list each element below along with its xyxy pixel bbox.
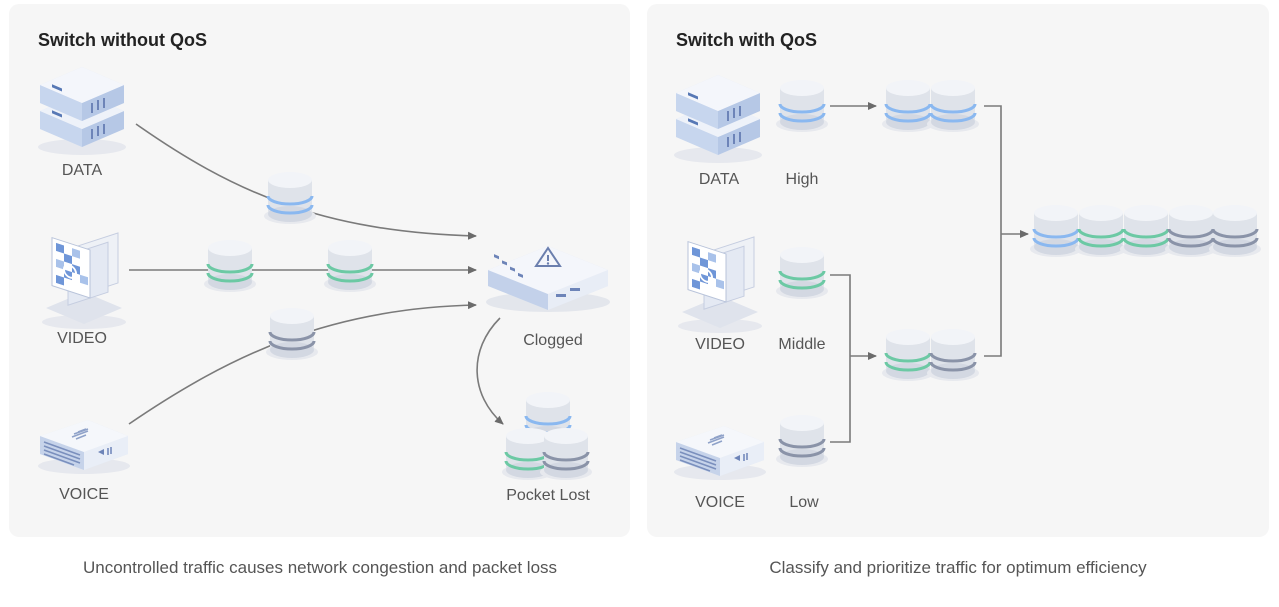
packet-high bbox=[882, 80, 934, 132]
caption-without-qos: Uncontrolled traffic causes network cong… bbox=[82, 558, 558, 577]
source-label-video: VIDEO bbox=[695, 336, 745, 353]
packet-middle bbox=[324, 240, 376, 292]
voice-icon bbox=[673, 425, 767, 481]
packet-middle bbox=[1120, 205, 1172, 257]
voice-icon bbox=[37, 419, 131, 475]
middle-low-merge-line bbox=[830, 274, 851, 443]
priority-label-low: Low bbox=[789, 494, 819, 511]
switch-label: Clogged bbox=[523, 332, 583, 349]
panel-title-without-qos: Switch without QoS bbox=[38, 30, 207, 50]
packet-high bbox=[1030, 205, 1082, 257]
packet-low bbox=[266, 308, 318, 360]
packet-low bbox=[776, 415, 828, 467]
server-icon bbox=[673, 74, 763, 164]
packet-low bbox=[540, 428, 592, 480]
packet-low bbox=[1165, 205, 1217, 257]
server-icon bbox=[37, 66, 127, 156]
packet-lost-label: Pocket Lost bbox=[506, 487, 590, 504]
source-label-video: VIDEO bbox=[57, 330, 107, 347]
source-label-data: DATA bbox=[61, 162, 103, 179]
packet-low bbox=[927, 329, 979, 381]
panel-title-with-qos: Switch with QoS bbox=[676, 30, 818, 50]
packet-middle bbox=[502, 428, 554, 480]
video-icon bbox=[41, 231, 127, 330]
packet-middle bbox=[1075, 205, 1127, 257]
loss-flow-arrow bbox=[476, 317, 504, 425]
source-label-data: DATA bbox=[698, 171, 740, 188]
priority-label-high: High bbox=[785, 171, 819, 188]
packet-middle bbox=[776, 247, 828, 299]
packet-high bbox=[927, 80, 979, 132]
output-merge-line bbox=[984, 105, 1002, 357]
priority-label-middle: Middle bbox=[778, 336, 826, 353]
packet-high bbox=[264, 172, 316, 224]
packet-middle bbox=[204, 240, 256, 292]
packet-middle bbox=[882, 329, 934, 381]
video-icon bbox=[677, 235, 763, 334]
source-label-voice: VOICE bbox=[695, 494, 745, 511]
packet-low bbox=[1209, 205, 1261, 257]
packet-high bbox=[776, 80, 828, 132]
switch-icon bbox=[485, 245, 611, 313]
caption-with-qos: Classify and prioritize traffic for opti… bbox=[769, 558, 1147, 577]
source-label-voice: VOICE bbox=[59, 486, 109, 503]
